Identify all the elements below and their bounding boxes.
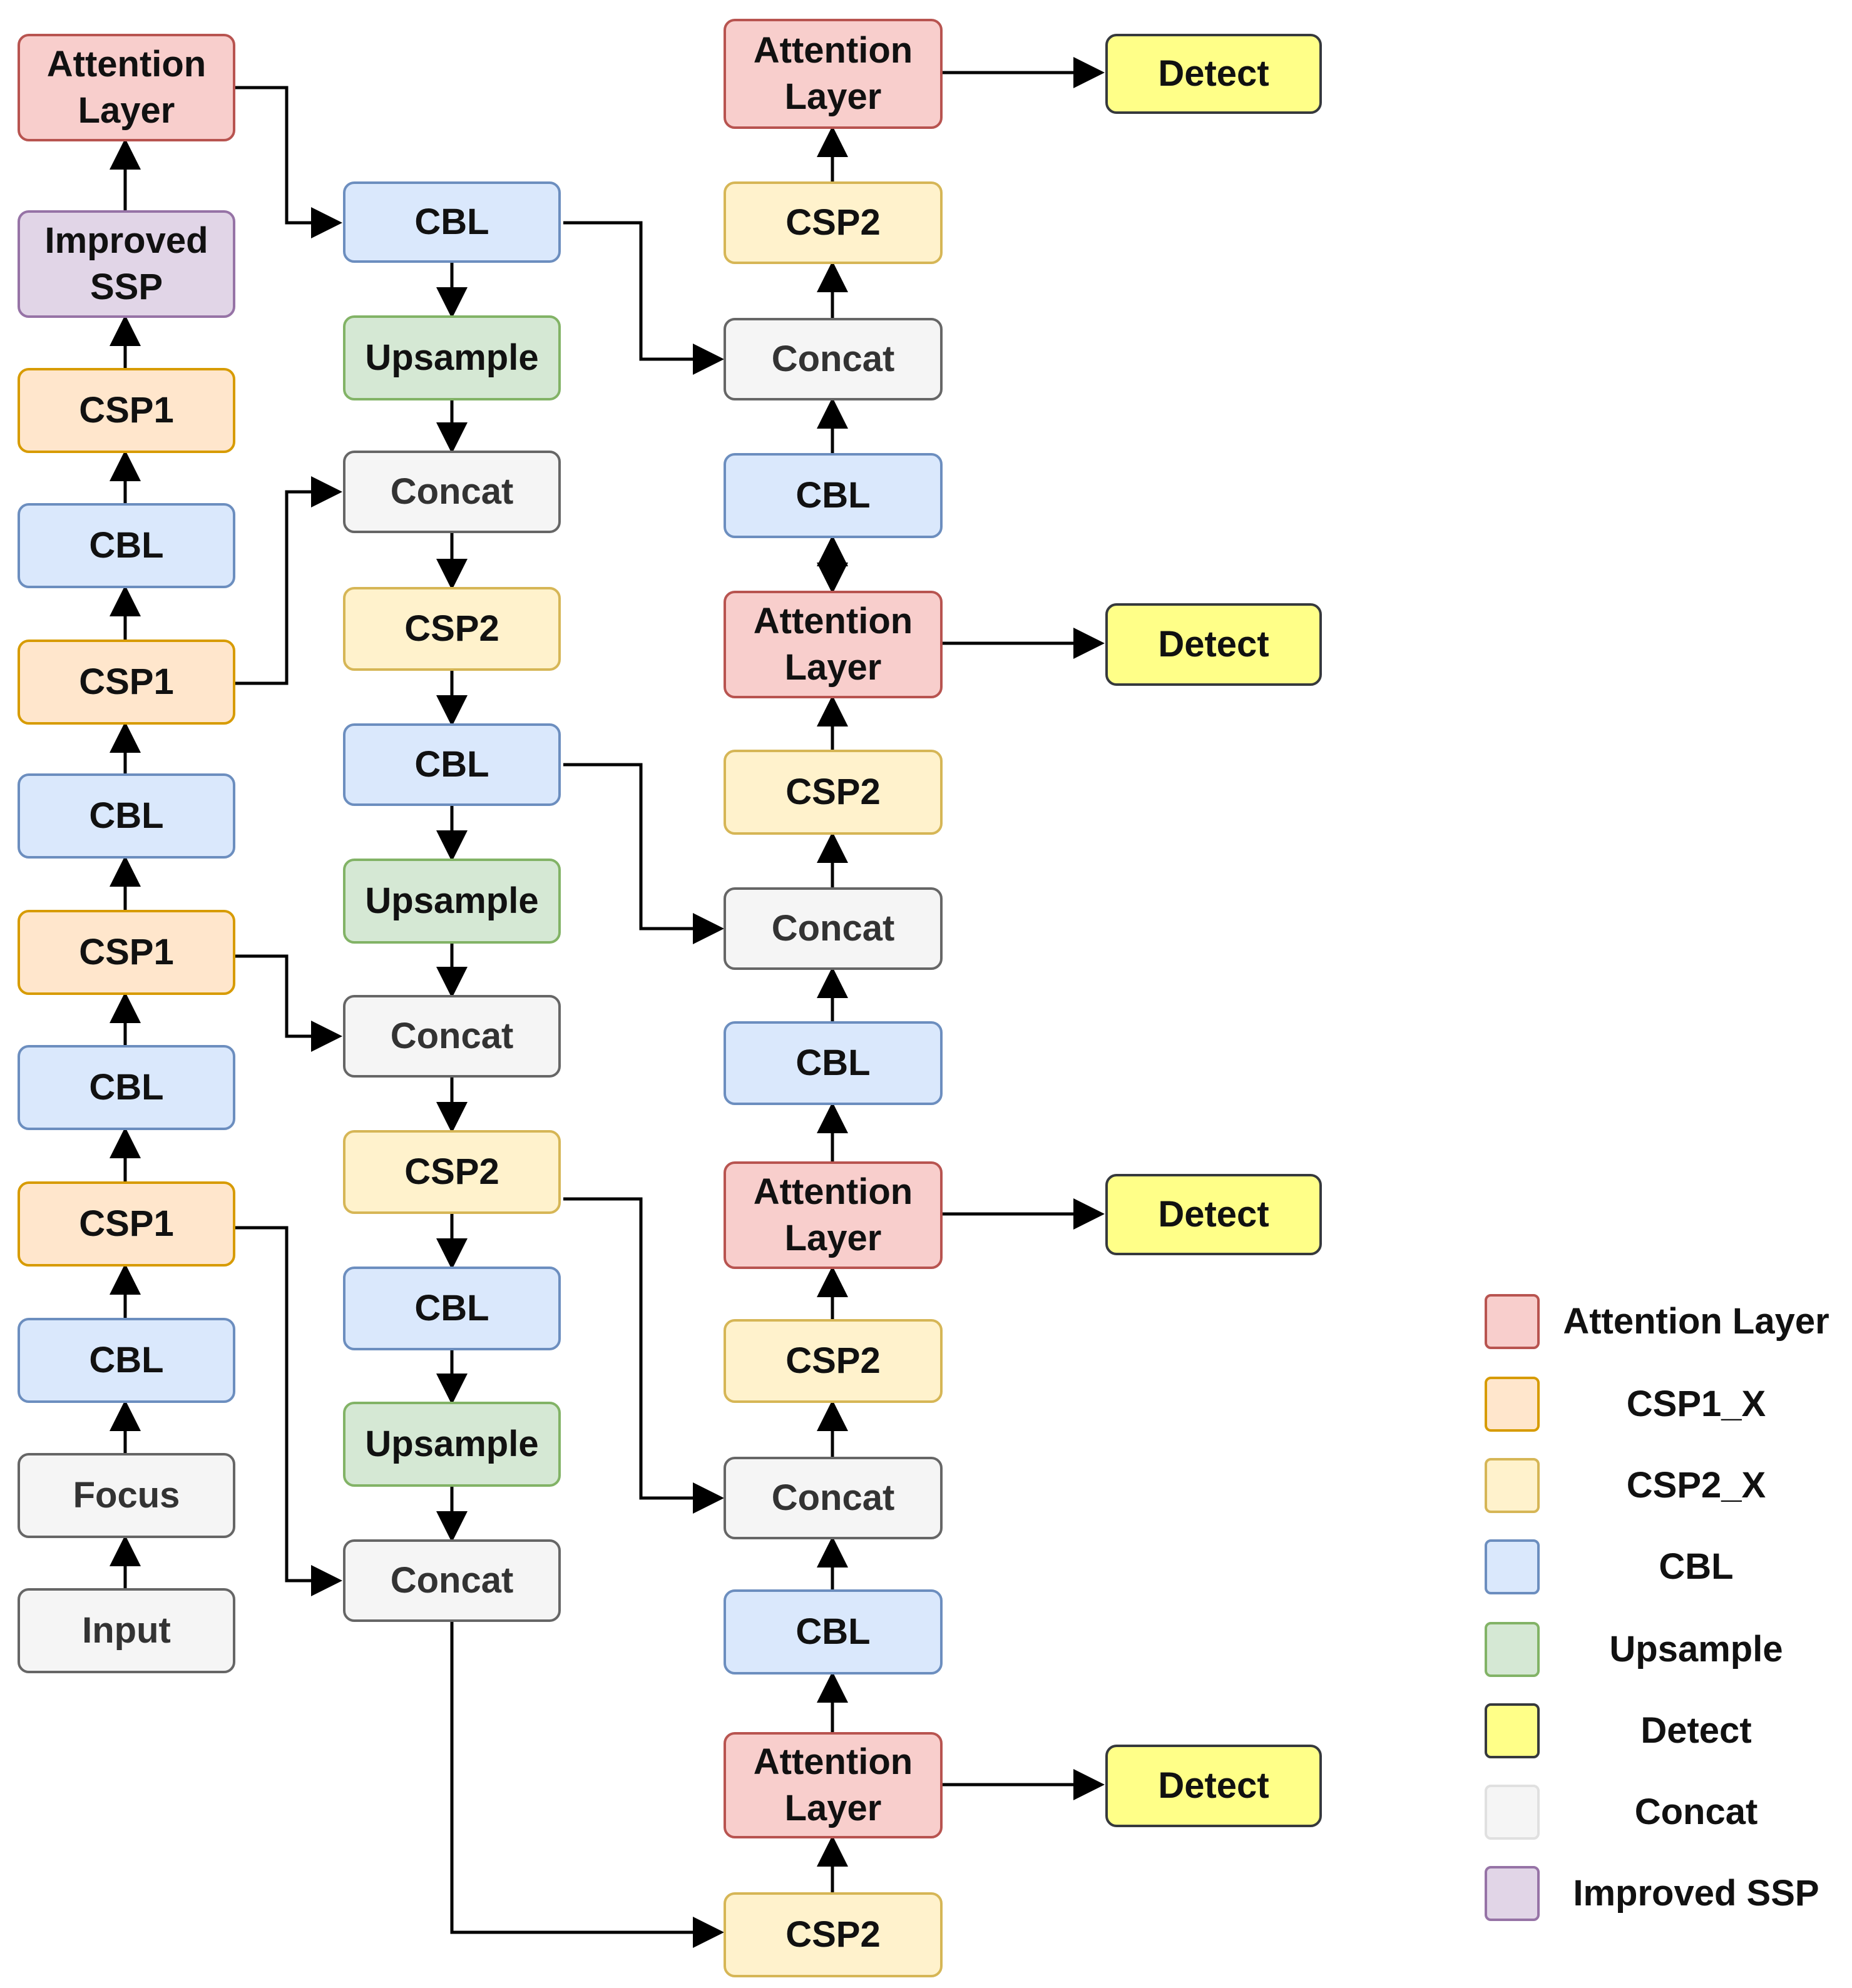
detect-node: Detect — [1105, 34, 1322, 114]
legend-label-detect: Detect — [1640, 1710, 1752, 1751]
concat-node: Concat — [724, 318, 943, 400]
cbl-node: CBL — [18, 1318, 235, 1403]
concat-node: Concat — [343, 995, 561, 1078]
legend-swatch-cbl — [1485, 1539, 1540, 1594]
csp1-node: CSP1 — [18, 640, 235, 725]
csp2-node: CSP2 — [724, 181, 943, 264]
cbl-node: CBL — [343, 723, 561, 806]
improved-ssp-node: Improved SSP — [18, 210, 235, 318]
arrow-cbl-concat-r1 — [563, 221, 724, 375]
arrow-csp1-concat-3 — [235, 1226, 342, 1596]
csp2-node: CSP2 — [724, 750, 943, 835]
csp1-node: CSP1 — [18, 910, 235, 995]
detect-node: Detect — [1105, 603, 1322, 686]
csp2-node: CSP2 — [343, 1130, 561, 1214]
attention-layer-node: Attention Layer — [724, 1161, 943, 1269]
legend-label-attention: Attention Layer — [1563, 1301, 1829, 1342]
upsample-node: Upsample — [343, 859, 561, 944]
legend-label-concat: Concat — [1634, 1792, 1758, 1832]
legend-swatch-upsample — [1485, 1622, 1540, 1677]
input-node: Input — [18, 1588, 235, 1673]
cbl-node: CBL — [724, 1589, 943, 1675]
detect-node: Detect — [1105, 1745, 1322, 1827]
upsample-node: Upsample — [343, 315, 561, 400]
arrow-csp1-concat-2 — [235, 954, 342, 1052]
arrow-attention-cbl — [235, 86, 342, 238]
csp2-node: CSP2 — [724, 1892, 943, 1977]
attention-layer-node: Attention Layer — [724, 591, 943, 698]
cbl-node: CBL — [724, 1021, 943, 1105]
legend-label-csp2: CSP2_X — [1626, 1465, 1766, 1506]
focus-node: Focus — [18, 1453, 235, 1538]
csp2-node: CSP2 — [343, 587, 561, 671]
csp2-node: CSP2 — [724, 1319, 943, 1403]
upsample-node: Upsample — [343, 1402, 561, 1487]
legend-swatch-detect — [1485, 1703, 1540, 1758]
arrow-csp2-concat-r3 — [563, 1197, 724, 1514]
cbl-node: CBL — [343, 1267, 561, 1350]
concat-node: Concat — [724, 887, 943, 970]
arrow-concat-csp2-r4 — [450, 1622, 724, 1948]
concat-node: Concat — [343, 451, 561, 533]
cbl-node: CBL — [18, 503, 235, 588]
concat-node: Concat — [724, 1457, 943, 1539]
cbl-node: CBL — [343, 181, 561, 263]
arrow-cbl-concat-r2 — [563, 763, 724, 944]
arrow-csp1-concat-1 — [235, 476, 342, 685]
legend-swatch-attention — [1485, 1294, 1540, 1349]
detect-node: Detect — [1105, 1174, 1322, 1255]
legend-swatch-csp1 — [1485, 1377, 1540, 1432]
legend-label-upsample: Upsample — [1609, 1629, 1783, 1669]
concat-node: Concat — [343, 1539, 561, 1622]
csp1-node: CSP1 — [18, 368, 235, 453]
cbl-node: CBL — [18, 1045, 235, 1130]
attention-layer-node: Attention Layer — [18, 34, 235, 141]
attention-layer-node: Attention Layer — [724, 19, 943, 129]
csp1-node: CSP1 — [18, 1181, 235, 1267]
cbl-node: CBL — [18, 773, 235, 859]
legend-label-improved-ssp: Improved SSP — [1573, 1873, 1819, 1914]
attention-layer-node: Attention Layer — [724, 1732, 943, 1838]
legend-label-cbl: CBL — [1659, 1546, 1734, 1587]
legend-swatch-csp2 — [1485, 1458, 1540, 1513]
legend-label-csp1: CSP1_X — [1626, 1384, 1766, 1424]
cbl-node: CBL — [724, 453, 943, 538]
legend-swatch-improved-ssp — [1485, 1866, 1540, 1921]
legend-swatch-concat — [1485, 1785, 1540, 1840]
